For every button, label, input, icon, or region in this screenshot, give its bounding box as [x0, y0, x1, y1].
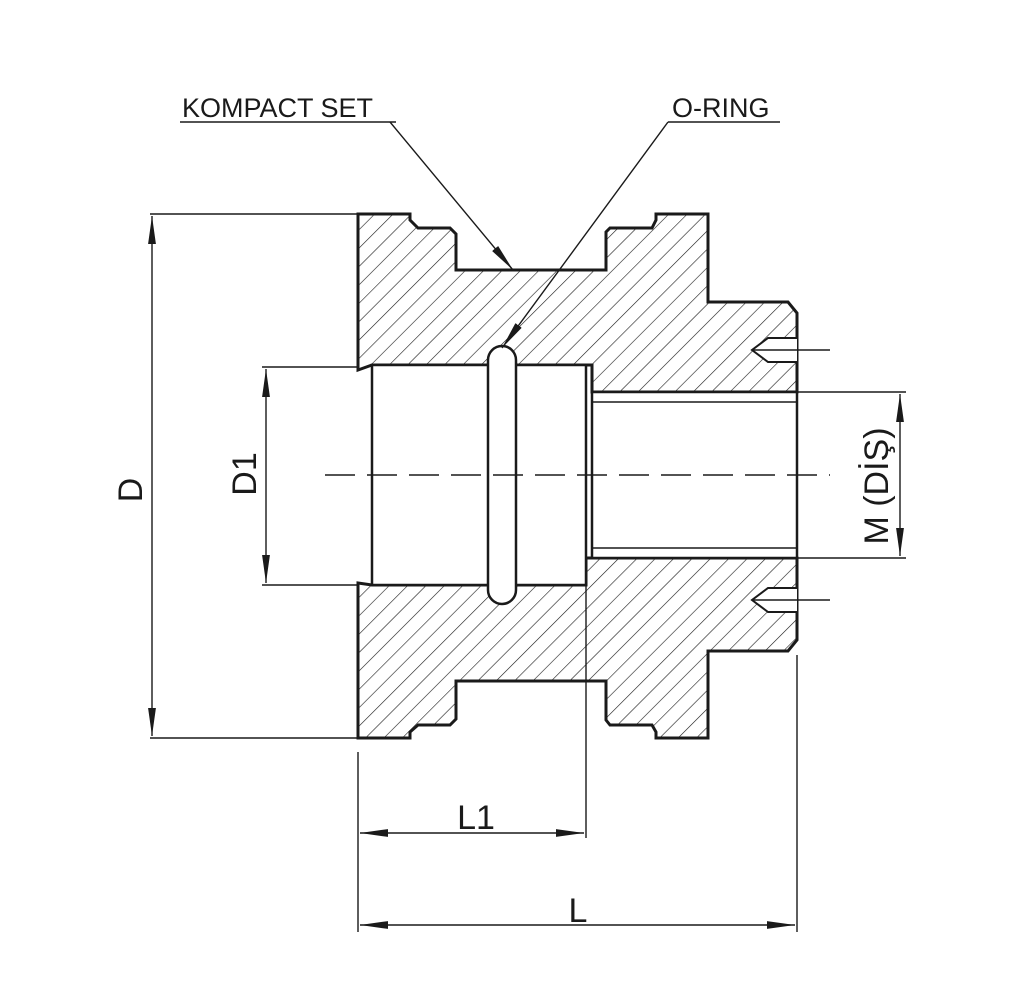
callout-label-kompact-set: KOMPACT SET — [182, 93, 373, 123]
dimension-d: D — [112, 213, 358, 739]
dimension-label-d1: D1 — [226, 452, 264, 495]
callout-o-ring: O-RING — [501, 93, 780, 349]
fitting-body-upper — [356, 212, 799, 394]
dimension-label-l: L — [569, 892, 588, 930]
dimension-d1: D1 — [226, 366, 358, 586]
dimension-m: M (DİŞ) — [797, 391, 906, 559]
set-screw-bottom — [750, 587, 830, 613]
dimension-label-l1: L1 — [457, 799, 495, 837]
set-screw-top — [750, 337, 830, 363]
callout-label-o-ring: O-RING — [672, 93, 770, 123]
dimension-label-d: D — [112, 478, 150, 503]
callout-kompact-set: KOMPACT SET — [180, 93, 514, 271]
dimension-l: L — [357, 655, 798, 932]
dimension-label-m: M (DİŞ) — [858, 427, 896, 544]
dimension-l1: L1 — [357, 752, 584, 838]
